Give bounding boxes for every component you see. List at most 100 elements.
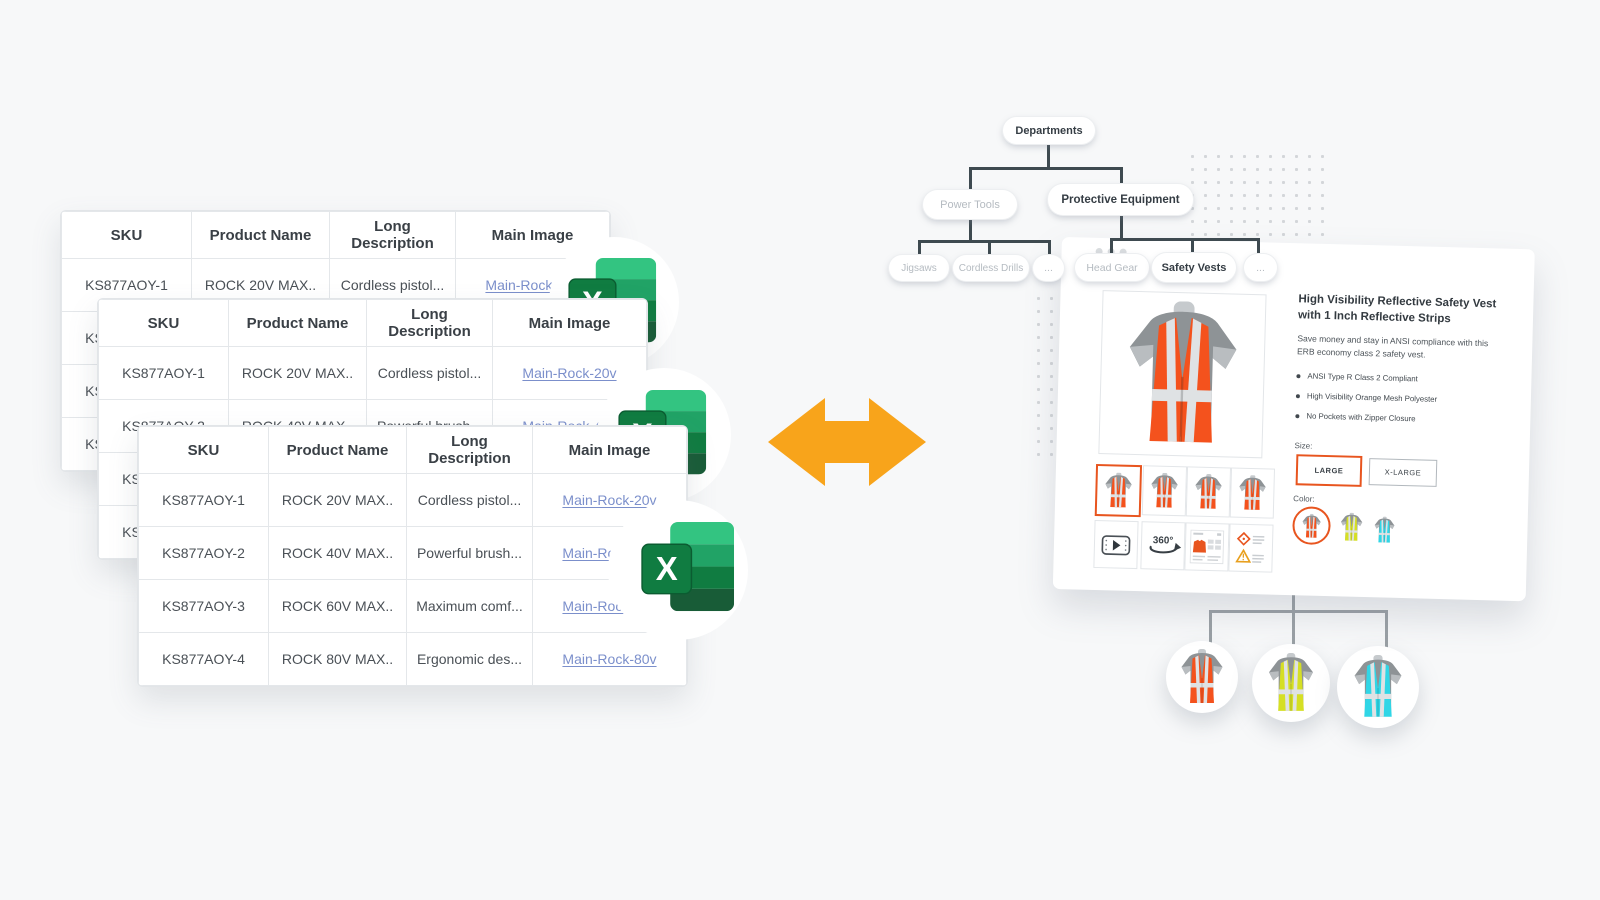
column-header: Long Description bbox=[366, 299, 493, 347]
cell-sku: KS877AOY-1 bbox=[98, 346, 229, 400]
thumbnail-2[interactable] bbox=[1141, 465, 1188, 517]
size-label: Size: bbox=[1294, 441, 1313, 451]
tree-node-more-power-tools[interactable]: ... bbox=[1033, 255, 1064, 281]
cell-image: Main-Rock-80v bbox=[532, 632, 687, 686]
main-image-link[interactable]: Main-Rock-20v bbox=[522, 365, 617, 381]
tree-connector bbox=[969, 218, 972, 242]
cell-name: ROCK 20V MAX.. bbox=[268, 473, 407, 527]
cell-description: Cordless pistol... bbox=[406, 473, 533, 527]
safety-warnings-tile[interactable] bbox=[1228, 523, 1274, 573]
main-image-link[interactable]: Main-Rock-20v bbox=[562, 492, 657, 508]
variant-connector bbox=[1292, 578, 1295, 648]
bullet-dot bbox=[1295, 394, 1300, 399]
tree-connector bbox=[918, 240, 1051, 243]
cell-description: Powerful brush... bbox=[406, 526, 533, 580]
variant-node-cyan[interactable] bbox=[1337, 646, 1419, 728]
cell-name: ROCK 80V MAX.. bbox=[268, 632, 407, 686]
tree-connector bbox=[918, 242, 921, 257]
cell-sku: KS877AOY-3 bbox=[138, 579, 269, 633]
cell-name: ROCK 20V MAX.. bbox=[228, 346, 367, 400]
tree-node-cordless-drills[interactable]: Cordless Drills bbox=[953, 255, 1029, 281]
thumbnail-3[interactable] bbox=[1185, 466, 1232, 518]
tree-node-head-gear[interactable]: Head Gear bbox=[1075, 254, 1149, 281]
product-title: High Visibility Reflective Safety Vest w… bbox=[1297, 293, 1497, 326]
column-header: Long Description bbox=[329, 211, 456, 259]
column-header: Long Description bbox=[406, 426, 533, 474]
column-header: Main Image bbox=[492, 299, 647, 347]
column-header: Product Name bbox=[191, 211, 330, 259]
variant-connector bbox=[1385, 612, 1388, 654]
tree-node-more-protective[interactable]: ... bbox=[1244, 254, 1277, 281]
variant-connector bbox=[1209, 612, 1212, 644]
safety-vest-image bbox=[1116, 300, 1250, 449]
variant-node-orange[interactable] bbox=[1166, 641, 1238, 713]
product-bullet: High Visibility Orange Mesh Polyester bbox=[1295, 391, 1501, 405]
tree-connector bbox=[1120, 169, 1123, 187]
cell-sku: KS877AOY-2 bbox=[138, 526, 269, 580]
rotate-360-icon: 360° bbox=[1149, 535, 1182, 554]
tree-connector bbox=[1110, 240, 1113, 256]
color-swatch-orange[interactable] bbox=[1292, 506, 1332, 546]
cell-name: ROCK 40V MAX.. bbox=[268, 526, 407, 580]
cell-sku: KS877AOY-1 bbox=[138, 473, 269, 527]
size-button-xlarge[interactable]: X-LARGE bbox=[1368, 458, 1438, 487]
tree-node-jigsaws[interactable]: Jigsaws bbox=[889, 255, 949, 281]
tree-connector bbox=[969, 169, 972, 193]
product-bullet: No Pockets with Zipper Closure bbox=[1295, 411, 1500, 425]
product-bullet: ANSI Type R Class 2 Compliant bbox=[1296, 371, 1501, 385]
tree-connector bbox=[988, 242, 991, 257]
tree-connector bbox=[1120, 214, 1123, 240]
product-detail-card: 360° bbox=[1052, 237, 1535, 602]
tree-node-departments[interactable]: Departments bbox=[1003, 117, 1095, 144]
cell-description: Cordless pistol... bbox=[366, 346, 493, 400]
size-button-large[interactable]: LARGE bbox=[1295, 454, 1363, 487]
cell-description: Maximum comf... bbox=[406, 579, 533, 633]
bullet-dot bbox=[1296, 374, 1301, 379]
column-header: SKU bbox=[98, 299, 229, 347]
product-main-image bbox=[1098, 290, 1267, 459]
tree-connector bbox=[1110, 238, 1260, 241]
tree-node-safety-vests[interactable]: Safety Vests bbox=[1152, 253, 1236, 282]
tree-connector bbox=[1048, 242, 1051, 257]
tree-connector bbox=[1191, 240, 1194, 255]
thumbnail-4[interactable] bbox=[1229, 467, 1276, 519]
column-header: SKU bbox=[138, 426, 269, 474]
variant-node-yellow[interactable] bbox=[1252, 644, 1330, 722]
column-header: Product Name bbox=[228, 299, 367, 347]
spec-sheet-icon bbox=[1189, 529, 1225, 565]
product-description: Save money and stay in ANSI compliance w… bbox=[1296, 333, 1489, 360]
cell-sku: KS877AOY-4 bbox=[138, 632, 269, 686]
column-header: SKU bbox=[61, 211, 192, 259]
color-swatch-cyan[interactable] bbox=[1372, 516, 1397, 544]
tree-node-protective-equipment[interactable]: Protective Equipment bbox=[1048, 184, 1193, 215]
dot-pattern bbox=[1186, 150, 1332, 242]
spec-sheet-tile[interactable] bbox=[1184, 522, 1230, 572]
cell-name: ROCK 60V MAX.. bbox=[268, 579, 407, 633]
tree-connector bbox=[1047, 143, 1050, 169]
tree-connector bbox=[1257, 240, 1260, 256]
color-swatch-yellow[interactable] bbox=[1338, 512, 1365, 542]
video-play-icon bbox=[1101, 535, 1131, 556]
video-tile[interactable] bbox=[1093, 519, 1139, 570]
excel-icon bbox=[641, 522, 738, 620]
thumbnail-1[interactable] bbox=[1094, 463, 1143, 518]
column-header: Product Name bbox=[268, 426, 407, 474]
tree-node-power-tools[interactable]: Power Tools bbox=[923, 190, 1017, 219]
hazard-warning-icon bbox=[1235, 531, 1265, 563]
rotate-360-tile[interactable]: 360° bbox=[1140, 521, 1186, 571]
bullet-dot bbox=[1295, 414, 1300, 419]
column-header: Main Image bbox=[532, 426, 687, 474]
main-image-link[interactable]: Main-Rock-80v bbox=[562, 651, 657, 667]
variant-connector bbox=[1209, 610, 1388, 613]
sync-arrow-icon bbox=[768, 392, 926, 497]
